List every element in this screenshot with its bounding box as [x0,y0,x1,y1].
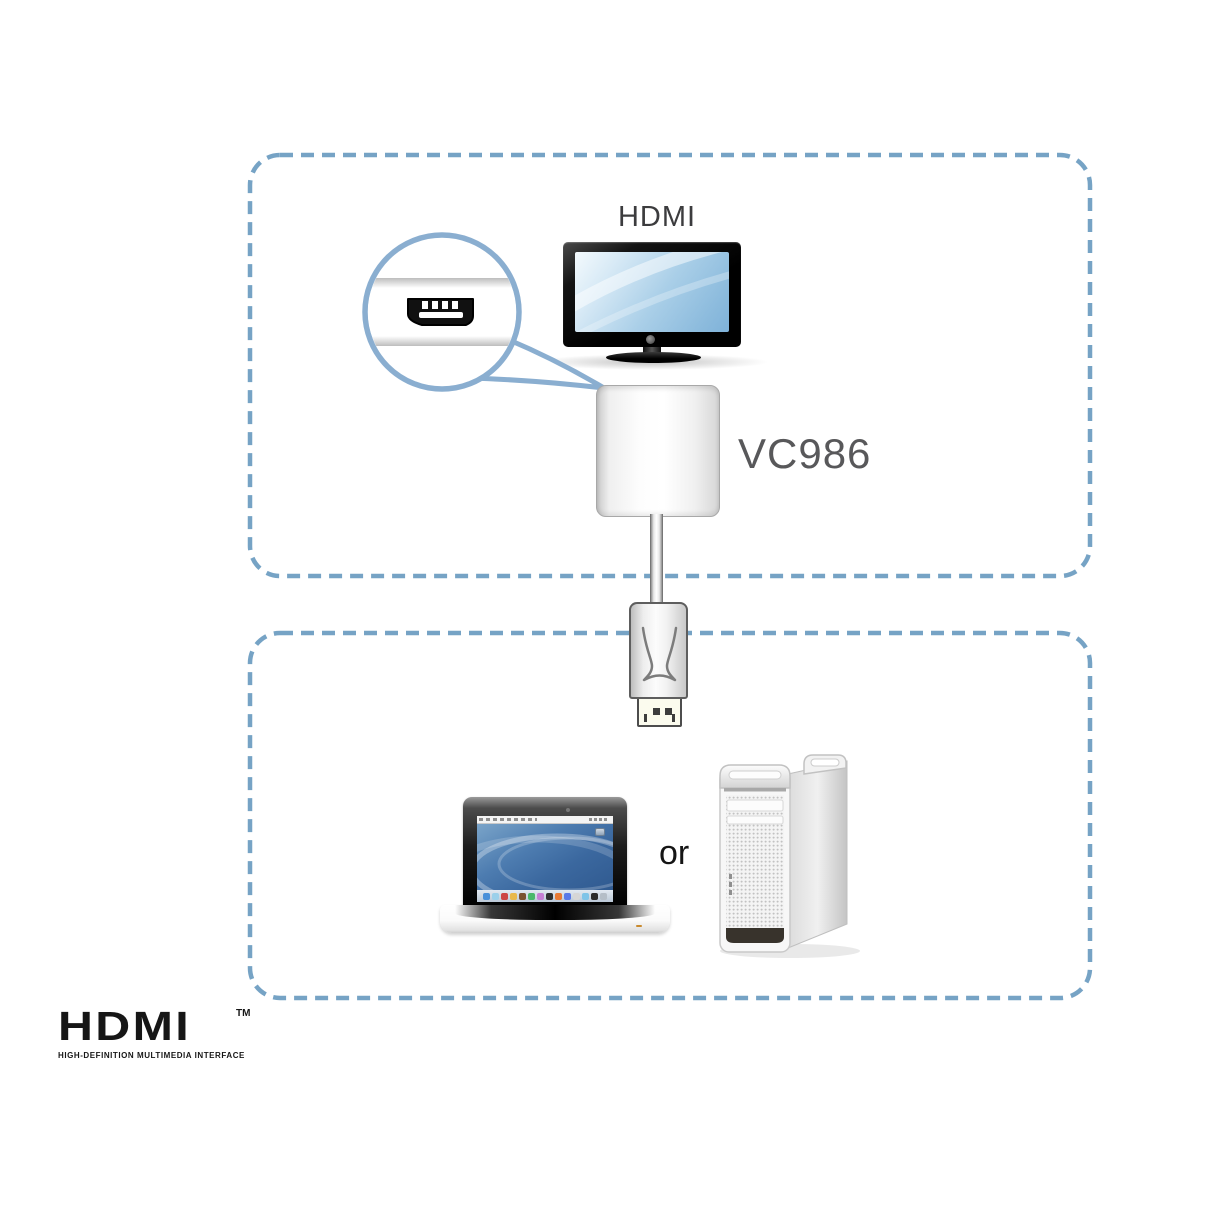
dock-app-icon [591,892,598,900]
dock-app-icon [564,892,571,900]
dock-app-icon [537,892,544,900]
laptop-wallpaper [477,824,613,890]
dock-app-icon [555,892,562,900]
top-section-box [247,152,1093,579]
dp-foot-right [672,714,675,722]
dock-app-icon [519,892,526,900]
menu-status-icons [589,818,609,821]
displayport-connector-body [629,602,688,699]
tv-stand-base [606,352,701,363]
hdmi-display-label: HDMI [617,201,697,233]
vc986-adapter-illustration [596,385,720,517]
laptop-illustration [440,790,670,945]
dock-app-icon [600,892,607,900]
tower-drive-slot-1 [726,799,784,812]
tower-side-panel [787,760,848,949]
tower-drive-slot-2 [726,815,784,825]
dock-app-icon [501,892,508,900]
laptop-screen [477,816,613,902]
dock-app-icon [492,892,499,900]
sleep-led [636,925,642,927]
laptop-deck [440,905,670,933]
deck-reflection [455,905,655,920]
displayport-strain-relief [641,626,678,682]
or-separator-label: or [659,834,690,872]
menu-items [479,818,537,821]
dock-app-icon [510,892,517,900]
tv-screen [575,252,729,332]
laptop-menu-bar [477,816,613,824]
tower-bottom-vent [726,928,784,943]
desktop-disk-icon [595,828,605,836]
hdmi-logo-tm: TM [236,1008,251,1019]
hdmi-logo-subtitle: HIGH-DEFINITION MULTIMEDIA INTERFACE [58,1051,245,1060]
adapter-cable [650,514,663,604]
hdmi-logo-wordmark: HDMI [58,1003,192,1049]
laptop-webcam-icon [566,808,570,812]
laptop-dock [477,890,613,902]
hdmi-display-illustration [536,242,768,370]
desktop-tower-illustration [719,754,860,958]
hdmi-logo: HDMI TM HIGH-DEFINITION MULTIMEDIA INTER… [58,1003,278,1061]
tv-screen-sheen [575,252,729,332]
tv-brand-logo [646,335,655,344]
dp-foot-left [644,714,647,722]
hdmi-port-icon [407,298,474,326]
wallpaper-swirl [477,833,613,890]
dp-pin-right [665,708,672,715]
dock-app-icon [582,892,589,900]
displayport-plug [637,697,682,727]
dock-app-icon [573,892,580,900]
tv-stand-neck [643,347,661,355]
hdmi-port-magnifier [362,232,607,392]
dock-app-icon [483,892,490,900]
dock-app-icon [546,892,553,900]
dock-app-icon [528,892,535,900]
adapter-model-label: VC986 [738,430,872,477]
dp-pin-left [653,708,660,715]
